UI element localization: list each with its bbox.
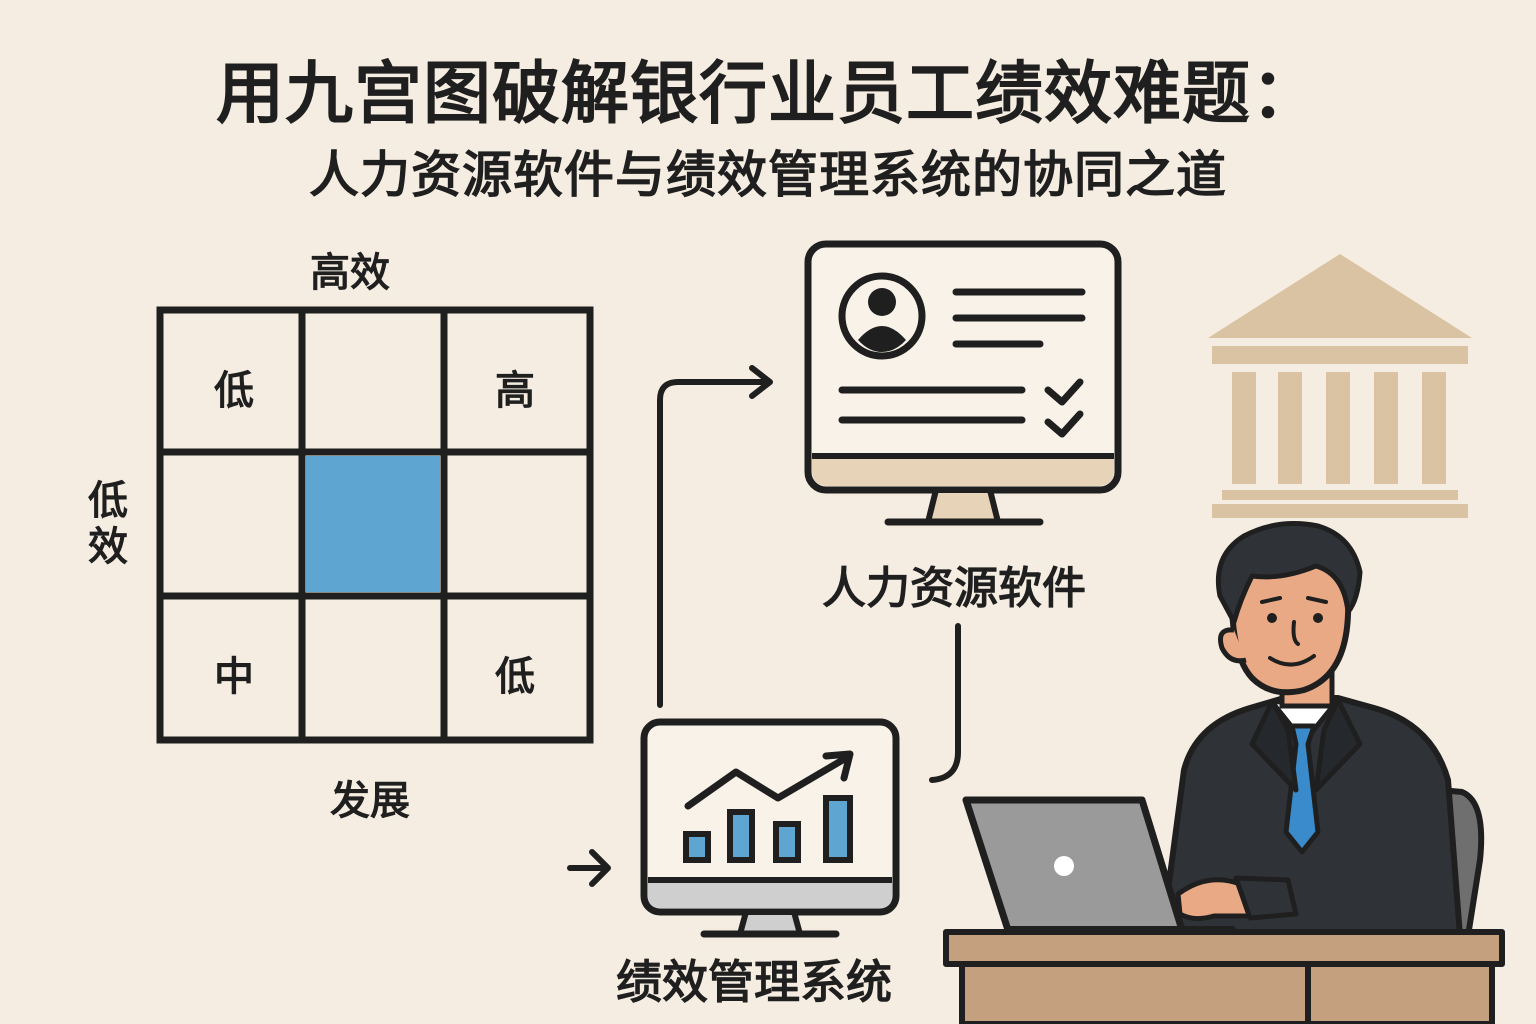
connector-lines: [567, 365, 961, 887]
hr-software-monitor: [804, 240, 1122, 526]
hair: [1215, 521, 1363, 625]
person-card-icon: [838, 272, 926, 360]
growth-chart-icon: [683, 750, 854, 863]
bank-icon: [1208, 254, 1472, 518]
grid-cell-label: 高: [495, 368, 535, 414]
connector-hr-to-person: [929, 623, 961, 783]
businessman-illustration: [943, 521, 1505, 1024]
grid-axis-bottom-label: 发展: [330, 778, 410, 824]
grid-cell-label: 低: [214, 368, 254, 414]
grid-cell-label: 中: [214, 654, 254, 700]
nine-box-grid: [156, 306, 594, 744]
grid-axis-top-label: 高效: [310, 250, 390, 296]
arrow-right-icon: [749, 365, 773, 399]
arrow-right-icon: [589, 849, 611, 887]
page-subtitle: 人力资源软件与绩效管理系统的协同之道: [309, 146, 1227, 204]
laptop: [962, 796, 1186, 934]
grid-axis-left-label: 低效: [88, 478, 128, 570]
page-title: 用九宫图破解银行业员工绩效难题：: [215, 55, 1320, 134]
grid-cell-label: 低: [495, 654, 535, 700]
connector-pm-to-hr: [657, 379, 765, 708]
checkmark-icon: [1044, 378, 1084, 438]
performance-system-monitor: [640, 718, 900, 938]
performance-system-label: 绩效管理系统: [616, 955, 892, 1009]
grid-highlight-cell: [306, 456, 440, 592]
desk: [943, 929, 1505, 1024]
hr-software-label: 人力资源软件: [822, 563, 1086, 614]
